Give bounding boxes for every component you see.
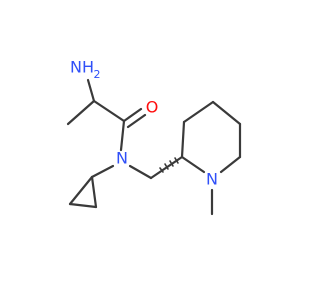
bond-carbonyl-oxygen-2 xyxy=(126,113,147,129)
stereo-hash-bond xyxy=(149,155,184,180)
amide-nitrogen-label: N xyxy=(116,149,128,168)
bond-layer xyxy=(66,78,242,216)
bond-carbonyl-amide-n xyxy=(119,119,126,152)
bond-ring-c2-c3 xyxy=(180,120,186,159)
bond-amide-n-cyclopropyl xyxy=(90,164,115,179)
bond-calpha-methyl xyxy=(66,99,96,126)
bond-cyclopropyl-3 xyxy=(90,175,98,209)
bond-cyclopropyl-2 xyxy=(68,202,98,209)
bond-ring-n1-c2 xyxy=(180,155,206,174)
bond-ring-c6-n1 xyxy=(219,155,242,174)
bond-amide-n-ch2 xyxy=(128,164,153,180)
bond-ring-c4-c5 xyxy=(211,100,242,126)
structure-diagram: NH 2 O N N xyxy=(66,58,242,216)
bond-calpha-carbonyl xyxy=(92,99,126,123)
bond-ring-c3-c4 xyxy=(182,100,215,124)
amine-subscript: 2 xyxy=(94,68,101,81)
bond-calpha-nh2 xyxy=(86,78,96,103)
ring-nitrogen-label: N xyxy=(206,170,218,189)
molecule-canvas: NH 2 O N N xyxy=(66,58,242,216)
amine-label: NH xyxy=(70,58,94,77)
bond-cyclopropyl-1 xyxy=(68,175,94,206)
bond-carbonyl-oxygen-1 xyxy=(122,107,143,123)
atom-label-layer: NH 2 O N N xyxy=(70,58,218,189)
oxygen-label: O xyxy=(146,98,159,117)
amine-group-label: NH 2 xyxy=(70,58,101,82)
